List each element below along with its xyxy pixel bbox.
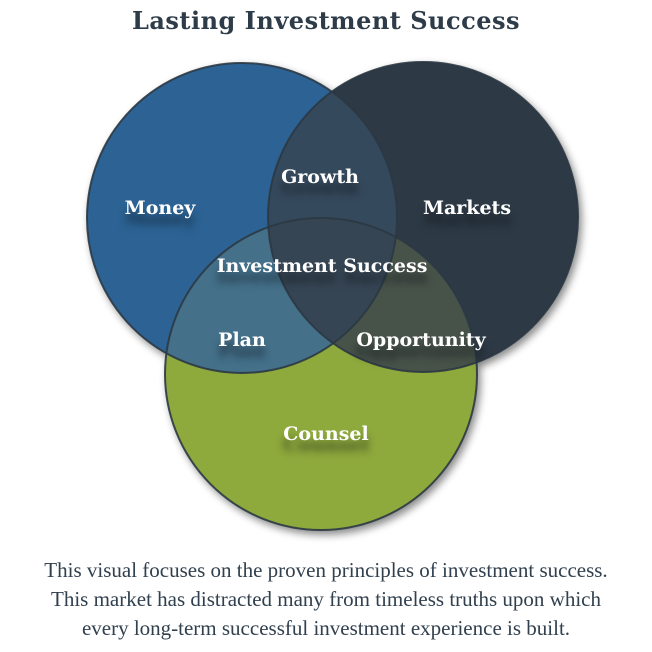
growth-label: Growth <box>281 166 359 188</box>
footer-line-1: This visual focuses on the proven princi… <box>44 558 608 582</box>
center-overlap-clip <box>268 218 397 372</box>
money-circle-outline <box>86 62 398 374</box>
venn-circles <box>86 61 579 531</box>
page-title: Lasting Investment Success <box>131 6 521 35</box>
footer-line-3: every long-term successful investment ex… <box>81 616 571 640</box>
investment-success-label: Investment Success <box>217 255 428 277</box>
markets-label: Markets <box>423 197 511 219</box>
opportunity-label: Opportunity <box>356 329 486 351</box>
counsel-label: Counsel <box>283 423 368 445</box>
venn-labels: Money Markets Counsel Growth Plan Opport… <box>125 166 511 445</box>
markets-circle-outline <box>267 61 579 373</box>
counsel-circle-outline <box>164 217 478 531</box>
footer-caption: This visual focuses on the proven princi… <box>0 556 652 643</box>
footer-line-2: This market has distracted many from tim… <box>51 587 601 611</box>
plan-label: Plan <box>218 329 266 351</box>
center-overlap <box>268 218 397 372</box>
money-label: Money <box>125 197 197 219</box>
